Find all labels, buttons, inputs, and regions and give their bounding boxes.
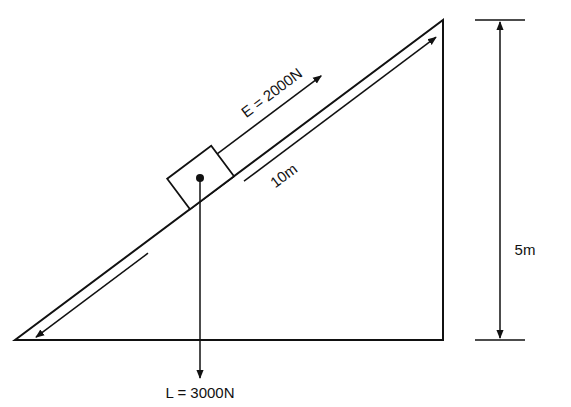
dimension-tick bbox=[475, 19, 525, 21]
dimension-label: 5m bbox=[513, 242, 538, 259]
centre-dot bbox=[196, 174, 204, 182]
slope-group bbox=[7, 0, 436, 337]
force-label: L = 3000N bbox=[163, 385, 236, 402]
inclined-plane bbox=[15, 20, 443, 340]
dimension-label: 10m bbox=[266, 160, 302, 193]
load-arrow bbox=[199, 178, 201, 378]
length-dimension bbox=[36, 253, 148, 337]
dimension-tick bbox=[475, 339, 525, 341]
height-dimension bbox=[499, 22, 501, 338]
length-dimension bbox=[244, 37, 436, 181]
